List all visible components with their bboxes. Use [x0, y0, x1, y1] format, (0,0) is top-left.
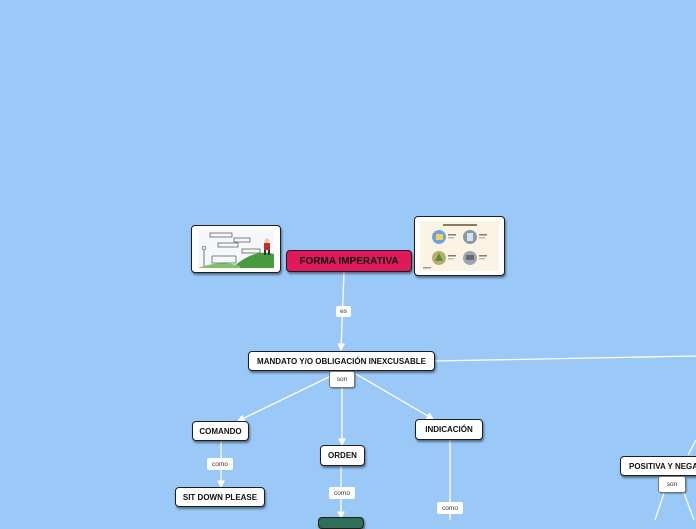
right-infographic-card[interactable]: [414, 216, 505, 276]
node-mandato-obligacion[interactable]: MANDATO Y/O OBLIGACIÓN INEXCUSABLE: [248, 351, 435, 371]
link-label-como-comando: como: [207, 458, 233, 470]
node-positiva-negativa[interactable]: POSITIVA Y NEGATIVA: [620, 456, 696, 476]
link-label-como-orden: como: [329, 487, 355, 499]
edge-positiva-right: [683, 492, 695, 520]
link-label-son: son: [329, 371, 355, 388]
node-sit-down-please[interactable]: SIT DOWN PLEASE: [175, 487, 265, 507]
node-orden-child-partial[interactable]: [318, 517, 364, 529]
edge-son-comando: [236, 375, 332, 422]
link-label-son-positiva: son: [658, 476, 686, 493]
link-label-es: es: [336, 306, 351, 317]
left-illustration-card[interactable]: [191, 225, 281, 273]
node-indicacion[interactable]: INDICACIÓN: [415, 419, 483, 440]
link-label-como-indicacion: como: [437, 502, 463, 514]
edge-son-indicacion: [355, 373, 435, 420]
edge-positiva-left: [654, 492, 665, 520]
root-node-forma-imperativa[interactable]: FORMA IMPERATIVA: [286, 250, 412, 272]
edge-to-positiva: [687, 439, 696, 456]
edge-mandato-right: [434, 355, 696, 362]
node-orden[interactable]: ORDEN: [320, 445, 365, 466]
infographic-thumbnail-icon: [420, 221, 499, 271]
node-comando[interactable]: COMANDO: [192, 421, 249, 441]
illustration-sketch-icon: [198, 230, 274, 268]
